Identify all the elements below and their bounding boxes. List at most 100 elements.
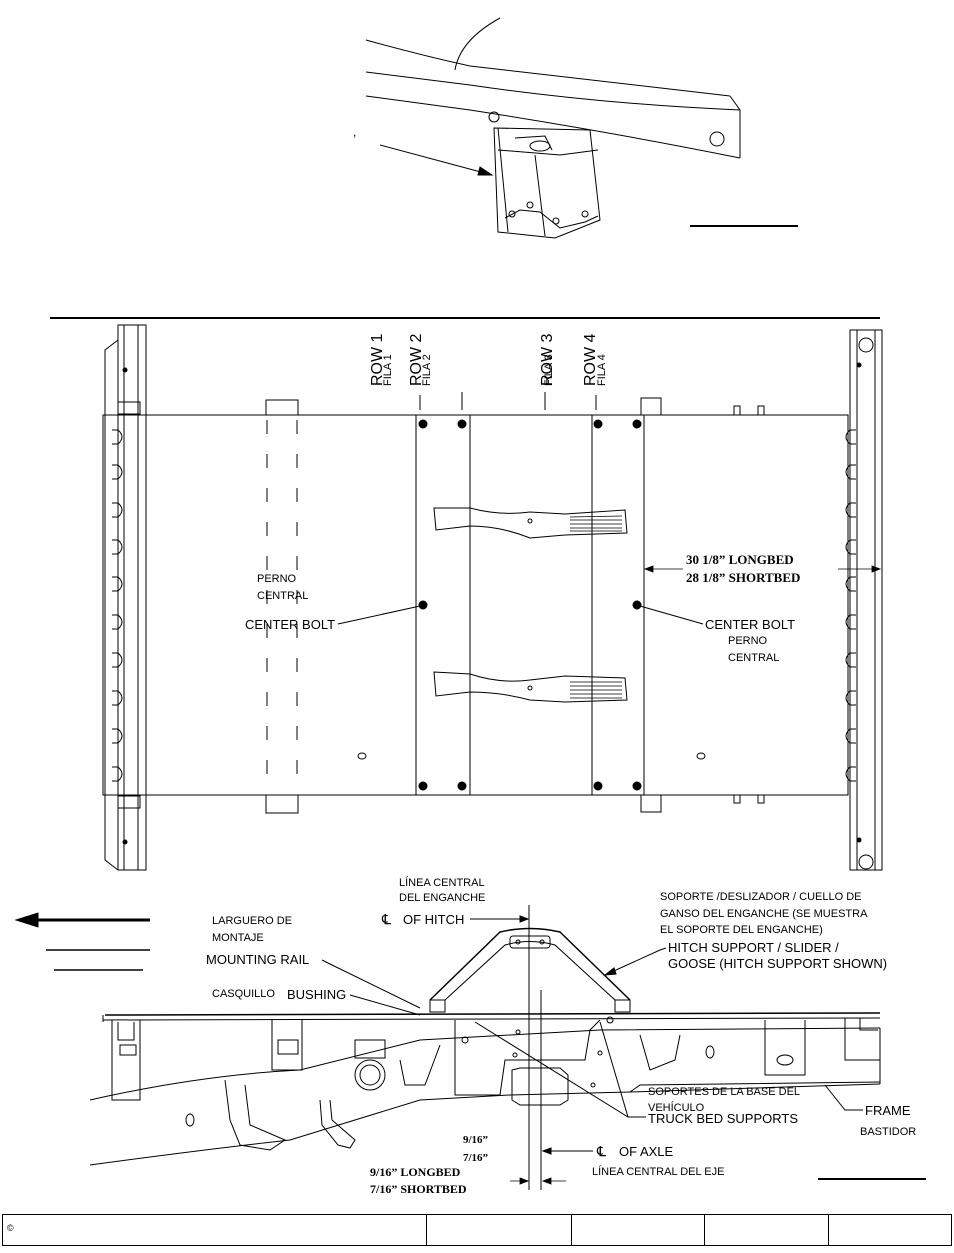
casquillo-label: CASQUILLO [212, 988, 275, 1000]
truck-bed-outline [102, 414, 849, 796]
dim-716: 7/16” [463, 1152, 488, 1164]
comma-mark: , [353, 125, 356, 139]
bushing-label: BUSHING [287, 987, 346, 1002]
fila4-label: FILA 4 [596, 354, 608, 386]
tie-down-loop [845, 766, 856, 782]
side-hitch-base [454, 1016, 715, 1106]
cl-symbol-axle: ℄ [596, 1143, 606, 1159]
shortbed-dimension: 28 1/8” SHORTBED [686, 570, 800, 585]
bed-dashed-members [266, 420, 298, 790]
frame-leader [824, 1084, 863, 1111]
row1-label: ROW 1 [369, 333, 386, 386]
left-frame-rail [104, 324, 147, 871]
row-reference-lines [419, 392, 597, 410]
footer-cell-5 [829, 1215, 951, 1245]
top-detail-arrowhead [477, 166, 494, 176]
soportes-base-1: SOPORTES DE LA BASE DEL [648, 1086, 800, 1098]
fila3-label: FILA 3 [543, 354, 555, 386]
top-detail-frame [365, 17, 741, 159]
tie-down-loop [112, 614, 123, 630]
central-right: CENTRAL [728, 652, 779, 664]
center-bolt-right: CENTER BOLT [705, 617, 795, 632]
truck-bed-supports-label: TRUCK BED SUPPORTS [648, 1111, 798, 1126]
tie-down-loop [112, 429, 123, 445]
hitch-support-arm-bottom [433, 671, 628, 703]
title-block: © [2, 1214, 952, 1246]
center-bolt-right-leader [639, 605, 704, 625]
tie-down-loop [845, 502, 856, 518]
tie-down-loop [112, 464, 123, 480]
linea-central-eje: LÍNEA CENTRAL DEL EJE [592, 1165, 724, 1178]
linea-central-2: DEL ENGANCHE [399, 892, 485, 904]
hitch-support-arm-top [433, 507, 628, 539]
tie-down-loop [845, 690, 856, 706]
row4-label: ROW 4 [582, 333, 599, 386]
right-tie-downs [845, 429, 856, 782]
hitch-support-arrowhead [603, 967, 617, 976]
axle-offset-dimension [510, 1177, 566, 1185]
larguero-2: MONTAJE [212, 932, 264, 944]
top-detail-leader [379, 144, 493, 176]
truck-bed-supports-leader-1 [474, 1021, 646, 1118]
mounting-rail-right [591, 414, 645, 796]
left-tie-downs [112, 429, 123, 782]
center-bolt-left-leader [337, 605, 421, 625]
footer-copyright: © [3, 1215, 427, 1245]
mounting-rail-leader [321, 959, 421, 1009]
tie-down-loop [112, 576, 123, 592]
soporte-3: EL SOPORTE DEL ENGANCHE) [660, 924, 823, 936]
center-bolt-left: CENTER BOLT [245, 617, 335, 632]
side-suspension [185, 1039, 441, 1151]
tie-down-loop [112, 502, 123, 518]
soportes-base-2: VEHÍCULO [648, 1101, 705, 1114]
truck-bed-supports-leader-2 [599, 1021, 629, 1118]
hitch-cl-arrowhead [519, 915, 530, 923]
tie-down-loop [112, 728, 123, 744]
mounting-rail-left [415, 414, 471, 796]
tie-down-loop [112, 652, 123, 668]
hitch-support-label-2: GOOSE (HITCH SUPPORT SHOWN) [668, 956, 887, 971]
tie-down-loop [845, 614, 856, 630]
dim-916-longbed: 9/16” LONGBED [370, 1165, 461, 1179]
dim-716-shortbed: 7/16” SHORTBED [370, 1182, 467, 1196]
dim-916: 9/16” [463, 1134, 488, 1146]
tie-down-loop [845, 728, 856, 744]
tie-down-loop [845, 429, 856, 445]
tie-down-loop [112, 539, 123, 555]
bastidor-label: BASTIDOR [860, 1126, 916, 1138]
front-direction-arrow [14, 912, 150, 928]
fila2-label: FILA 2 [421, 354, 433, 386]
axle-cl-arrowhead [541, 1147, 552, 1155]
side-bed-supports [111, 1018, 880, 1101]
tie-down-loop [112, 690, 123, 706]
frame-label: FRAME [865, 1103, 911, 1118]
larguero-1: LARGUERO DE [212, 915, 292, 927]
tie-down-loop [845, 539, 856, 555]
side-hitch-support [429, 927, 631, 1013]
cl-of-axle: OF AXLE [619, 1144, 674, 1159]
hitch-support-label-1: HITCH SUPPORT / SLIDER / [668, 940, 839, 955]
row2-label: ROW 2 [408, 333, 425, 386]
fila1-label: FILA 1 [382, 354, 394, 386]
bed-dimension-line [643, 565, 882, 573]
cl-symbol-hitch: ℄ [381, 911, 391, 927]
longbed-dimension: 30 1/8” LONGBED [686, 552, 794, 567]
bed-small-brackets [265, 397, 765, 814]
mounting-rail-label: MOUNTING RAIL [206, 952, 309, 967]
hitch-support-leader [604, 947, 667, 976]
perno-right: PERNO [728, 635, 768, 647]
tie-down-loop [845, 652, 856, 668]
central-left: CENTRAL [257, 590, 308, 602]
top-detail-bracket [493, 127, 601, 239]
cl-of-hitch: OF HITCH [403, 912, 464, 927]
soporte-2: GANSO DEL ENGANCHE (SE MUESTRA [660, 908, 868, 920]
tie-down-loop [845, 464, 856, 480]
tie-down-loop [845, 576, 856, 592]
linea-central-1: LÍNEA CENTRAL [399, 876, 485, 889]
footer-cell-4 [705, 1215, 829, 1245]
side-view-bed-rail [102, 1012, 881, 1022]
soporte-1: SOPORTE /DESLIZADOR / CUELLO DE [660, 891, 862, 903]
row3-label: ROW 3 [539, 333, 556, 386]
perno-left: PERNO [257, 573, 297, 585]
